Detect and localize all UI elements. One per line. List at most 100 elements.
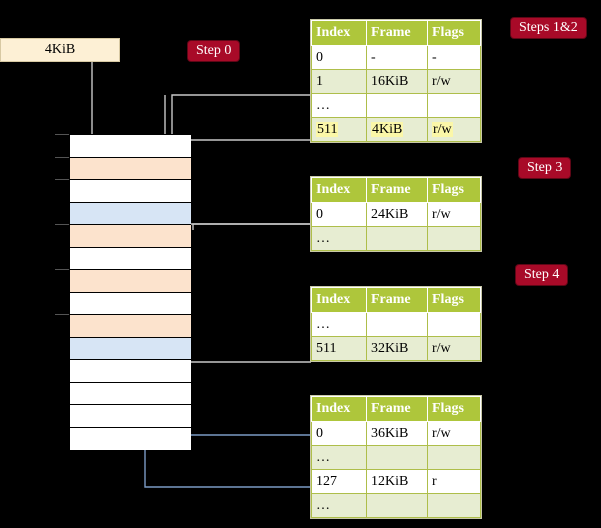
highlighted-value: 511 — [316, 121, 339, 137]
table-cell-flags: r/w — [427, 69, 481, 94]
table-cell-flags: r/w — [427, 117, 481, 142]
highlighted-value: r/w — [432, 121, 453, 137]
table-cell-index: … — [311, 226, 367, 251]
table-cell-frame — [366, 493, 428, 518]
virtual-address-box: 4KiB — [0, 38, 120, 62]
memory-row — [70, 135, 191, 158]
memory-row — [70, 360, 191, 383]
table-cell-flags — [427, 226, 481, 251]
memory-row — [70, 270, 191, 293]
table-cell-index: 511 — [311, 336, 367, 361]
table-row[interactable]: … — [311, 445, 481, 470]
table-row[interactable]: … — [311, 93, 481, 118]
table-cell-frame: 32KiB — [366, 336, 428, 361]
memory-row — [70, 157, 191, 180]
table-cell-frame: 4KiB — [366, 117, 428, 142]
table-cell-frame: - — [366, 45, 428, 70]
memory-row — [70, 247, 191, 270]
table-cell-index: … — [311, 445, 367, 470]
table-cell-index: 0 — [311, 421, 367, 446]
table-cell-flags — [427, 93, 481, 118]
table-cell-flags: r/w — [427, 336, 481, 361]
table-cell-flags — [427, 493, 481, 518]
table-row[interactable]: … — [311, 312, 481, 337]
table-cell-flags: - — [427, 45, 481, 70]
memory-row — [70, 180, 191, 203]
table-cell-flags: r — [427, 469, 481, 494]
table-row[interactable]: 0-- — [311, 45, 481, 70]
memory-row — [70, 405, 191, 428]
memory-row — [70, 427, 191, 450]
column-header-flags: Flags — [427, 287, 481, 313]
column-header-flags: Flags — [427, 396, 481, 422]
table-row[interactable]: 511 4KiB r/w — [311, 117, 481, 142]
table-cell-index: … — [311, 93, 367, 118]
connector-table3-in — [180, 317, 311, 363]
table-cell-flags: r/w — [427, 202, 481, 227]
table-cell-frame: 16KiB — [366, 69, 428, 94]
table-cell-flags — [427, 445, 481, 470]
memory-row-tick — [55, 179, 69, 180]
table-cell-index: 511 — [311, 117, 367, 142]
badge-step-0: Step 0 — [188, 41, 240, 61]
memory-row — [70, 382, 191, 405]
memory-row-tick — [55, 156, 69, 158]
badge-step-3: Step 3 — [519, 158, 571, 178]
table-cell-index: 1 — [311, 69, 367, 94]
table-cell-frame: 24KiB — [366, 202, 428, 227]
memory-row — [70, 292, 191, 315]
badge-step-4: Step 4 — [516, 265, 568, 285]
column-header-index: Index — [311, 177, 367, 203]
table-cell-frame: 12KiB — [366, 469, 428, 494]
table-cell-frame — [366, 226, 428, 251]
column-header-flags: Flags — [427, 20, 481, 46]
virtual-address-label: 4KiB — [44, 42, 76, 57]
table-cell-frame: 36KiB — [366, 421, 428, 446]
table-cell-flags — [427, 312, 481, 337]
table-cell-index: 127 — [311, 469, 367, 494]
column-header-index: Index — [311, 396, 367, 422]
highlighted-value: 4KiB — [371, 121, 404, 137]
table-cell-index: 0 — [311, 202, 367, 227]
memory-row — [70, 202, 191, 225]
memory-row — [70, 315, 191, 338]
column-header-index: Index — [311, 20, 367, 46]
table-row[interactable]: … — [311, 493, 481, 518]
memory-row — [70, 225, 191, 248]
memory-row — [70, 337, 191, 360]
memory-row-tick — [55, 224, 69, 225]
column-header-index: Index — [311, 287, 367, 313]
table-cell-index: … — [311, 312, 367, 337]
table-row[interactable]: … — [311, 226, 481, 251]
table-cell-frame — [366, 445, 428, 470]
table-cell-frame — [366, 312, 428, 337]
memory-row-tick — [55, 134, 69, 135]
table-cell-index: … — [311, 493, 367, 518]
table-cell-index: 0 — [311, 45, 367, 70]
badge-steps-1-2: Steps 1&2 — [511, 18, 586, 38]
column-header-flags: Flags — [427, 177, 481, 203]
physical-memory-column — [69, 134, 191, 450]
memory-row-tick — [55, 314, 69, 315]
column-header-frame: Frame — [366, 287, 428, 313]
column-header-frame: Frame — [366, 20, 428, 46]
table-cell-frame — [366, 93, 428, 118]
memory-row-tick — [55, 269, 69, 270]
connector-table2-out — [192, 223, 311, 230]
table-cell-flags: r/w — [427, 421, 481, 446]
column-header-frame: Frame — [366, 177, 428, 203]
